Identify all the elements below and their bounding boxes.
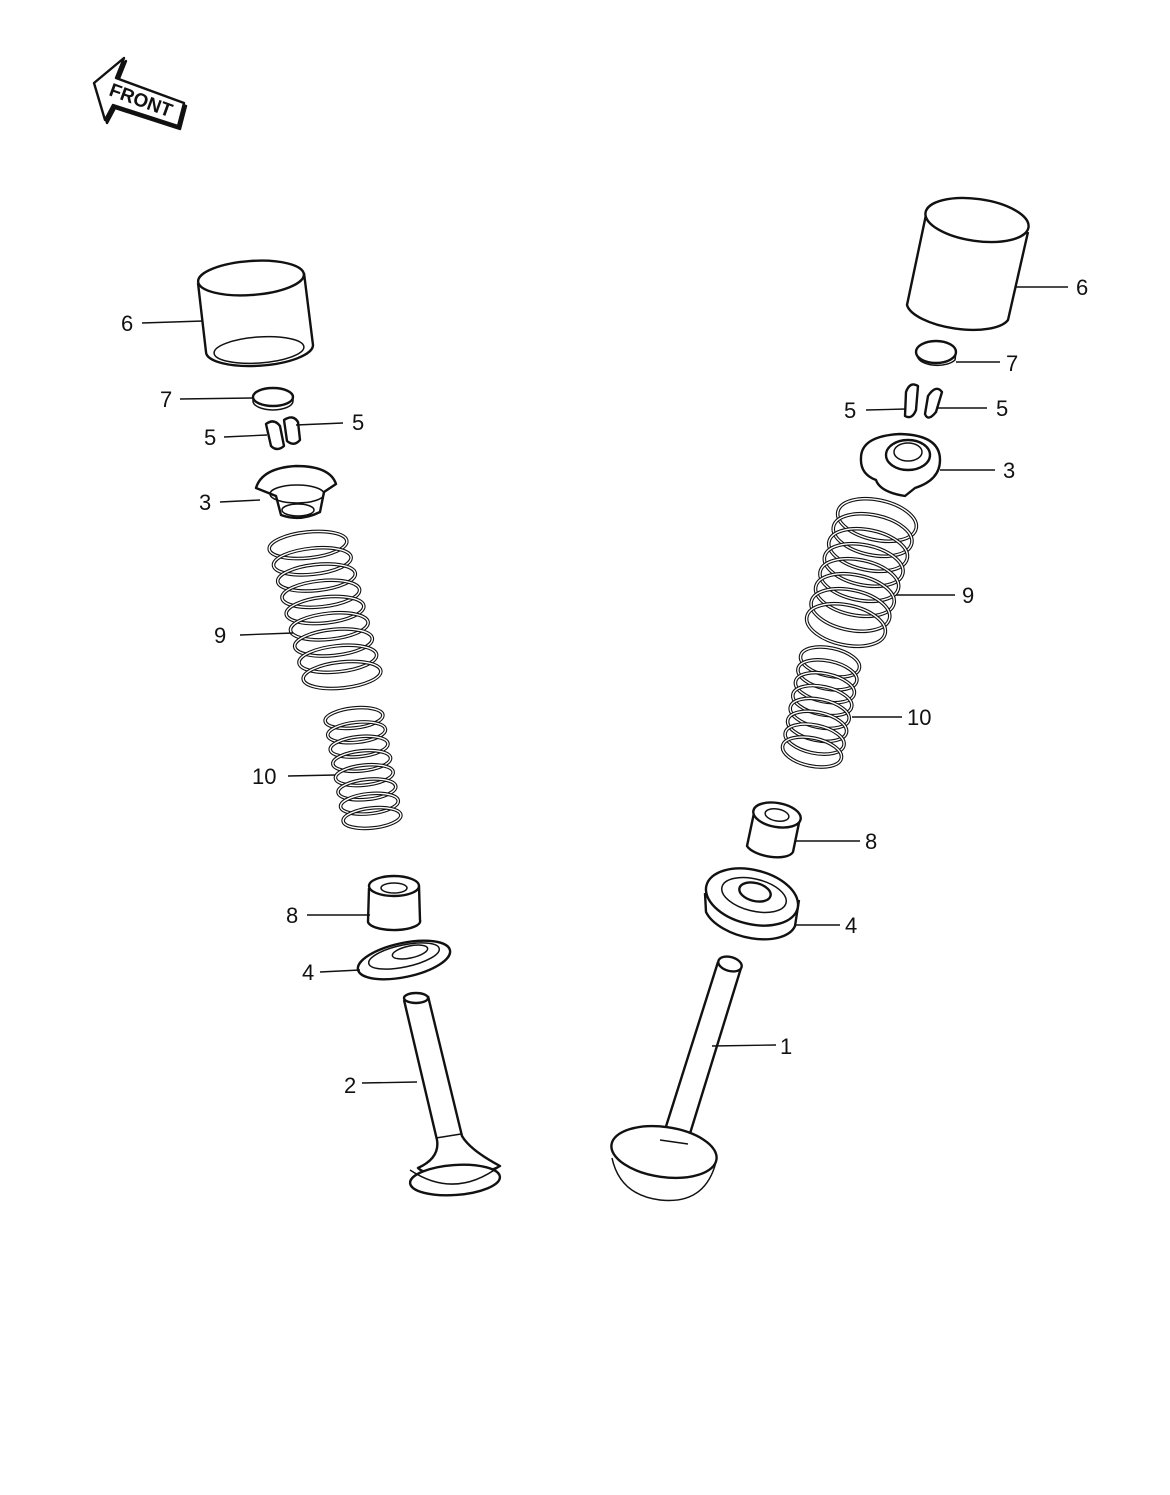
spring-coil <box>835 496 919 544</box>
left-spring-seat <box>356 939 452 981</box>
left-inner-spring <box>323 705 403 831</box>
spring-coil <box>805 603 887 647</box>
left-label-outer-spring: 9 <box>214 623 226 648</box>
leader-lines <box>141 286 1068 1084</box>
spring-coil <box>329 735 389 758</box>
spring-coil <box>339 792 399 815</box>
spring-coil <box>836 498 918 542</box>
spring-coil <box>327 721 387 744</box>
spring-coil <box>809 586 892 634</box>
left-valve <box>402 991 502 1197</box>
right-label-valve: 1 <box>780 1034 792 1059</box>
right-tappet <box>905 196 1030 332</box>
left-label-valve: 2 <box>344 1073 356 1098</box>
spring-coil <box>822 541 905 589</box>
spring-coil <box>826 526 910 574</box>
right-label-keeper-b: 5 <box>996 396 1008 421</box>
right-callouts: 6 7 5 5 3 9 10 8 4 1 <box>780 275 1088 1059</box>
spring-coil <box>342 806 402 830</box>
spring-coil <box>281 579 361 609</box>
right-label-retainer: 3 <box>1003 458 1015 483</box>
right-label-keeper-a: 5 <box>844 398 856 423</box>
left-label-inner-spring: 10 <box>252 764 276 789</box>
left-retainer <box>254 464 338 520</box>
right-label-outer-spring: 9 <box>962 583 974 608</box>
spring-coil <box>814 573 895 617</box>
spring-coil <box>819 558 900 602</box>
spring-coil <box>334 764 394 787</box>
left-label-keeper-a: 5 <box>204 425 216 450</box>
right-valve <box>610 955 743 1202</box>
spring-coil <box>786 710 848 743</box>
spring-coil <box>276 563 357 592</box>
spring-coil <box>810 588 891 632</box>
spring-coil <box>298 644 378 674</box>
right-label-stem-seal: 8 <box>865 829 877 854</box>
spring-coil <box>268 530 348 560</box>
spring-coil <box>823 543 904 587</box>
spring-coil <box>337 778 397 801</box>
right-shim <box>914 339 958 367</box>
left-outer-spring <box>267 529 383 691</box>
spring-coil <box>799 646 861 678</box>
spring-coil <box>828 528 909 572</box>
spring-coil <box>272 547 352 576</box>
right-retainer <box>859 432 942 498</box>
spring-coil <box>804 601 888 649</box>
spring-coil <box>789 697 850 730</box>
right-label-shim: 7 <box>1006 351 1018 376</box>
right-label-spring-seat: 4 <box>845 913 857 938</box>
spring-coil <box>781 736 843 768</box>
left-label-tappet: 6 <box>121 311 133 336</box>
left-label-retainer: 3 <box>199 490 211 515</box>
spring-coil <box>797 659 858 691</box>
left-label-spring-seat: 4 <box>302 960 314 985</box>
spring-coil <box>332 749 392 772</box>
left-callouts: 6 7 5 5 3 9 10 8 4 2 <box>121 311 364 1098</box>
front-badge: FRONT <box>92 56 188 131</box>
right-outer-spring <box>804 496 919 649</box>
right-keepers <box>903 383 944 419</box>
spring-coil <box>813 571 897 619</box>
spring-coil <box>293 628 374 657</box>
spring-coil <box>285 595 365 625</box>
left-label-keeper-b: 5 <box>352 410 364 435</box>
left-tappet <box>196 259 315 368</box>
right-inner-spring <box>780 645 862 769</box>
right-spring-seat <box>703 867 801 941</box>
right-label-tappet: 6 <box>1076 275 1088 300</box>
spring-coil <box>302 660 382 690</box>
spring-coil <box>784 723 845 755</box>
left-label-stem-seal: 8 <box>286 903 298 928</box>
spring-coil <box>289 612 369 641</box>
left-stem-seal <box>366 874 422 932</box>
spring-coil <box>832 513 913 557</box>
spring-coil <box>324 706 384 730</box>
right-stem-seal <box>745 801 802 859</box>
spring-coil <box>818 556 901 604</box>
spring-coil <box>831 511 914 559</box>
left-keepers <box>264 416 302 451</box>
left-shim <box>251 386 295 411</box>
left-label-shim: 7 <box>160 387 172 412</box>
right-label-inner-spring: 10 <box>907 705 931 730</box>
